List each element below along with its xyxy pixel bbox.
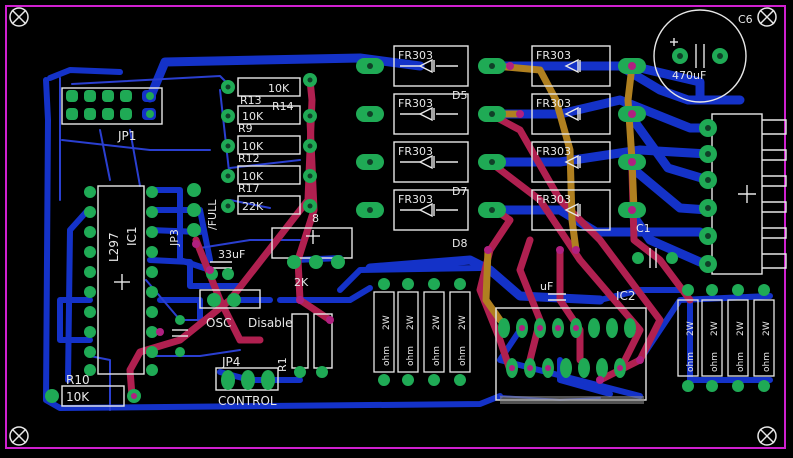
ref-ic1: IC1 — [125, 226, 139, 246]
ref-r1: R1 — [276, 357, 289, 372]
ref-c6: C6 — [738, 13, 753, 26]
label-full: /FULL — [206, 199, 219, 230]
ref-jp1: JP1 — [117, 129, 136, 143]
rr-3-w: 2W — [736, 321, 746, 336]
rm-3-w: 2W — [432, 315, 442, 330]
ref-r10: R10 — [66, 373, 90, 387]
rm-2-w: 2W — [406, 315, 416, 330]
ref-r17: R17 — [238, 182, 260, 195]
value-2k: 2K — [294, 276, 309, 289]
sense-resistors-right: 2W 2W 2W 2W ohm ohm ohm ohm — [677, 284, 775, 392]
resistor-r10: R10 10K — [45, 373, 141, 407]
rm-4-ohm: ohm — [458, 346, 468, 366]
ref-jp3: JP3 — [168, 229, 181, 247]
diode-4: FR303 — [393, 189, 469, 231]
value-33uf: 33uF — [218, 248, 245, 261]
rm-3-ohm: ohm — [432, 346, 442, 366]
diode-5: FR303 — [531, 45, 611, 87]
value-10k-e: 10K — [66, 390, 90, 404]
ref-r8: 8 — [312, 212, 319, 225]
ref-d7: D7 — [452, 185, 467, 198]
rr-4-w: 2W — [762, 321, 772, 336]
value-10k-c: 10K — [242, 140, 264, 153]
rm-2-ohm: ohm — [406, 346, 416, 366]
sense-resistors-mid: 2W 2W 2W 2W ohm ohm ohm ohm — [373, 278, 471, 386]
vias — [156, 240, 644, 384]
connector-jp4: JP4 CONTROL — [215, 355, 279, 408]
resistor-bank-upper: 10K R13 R14 10K R9 10K R12 10K R17 22K 8 — [221, 73, 319, 225]
capacitor-small — [172, 315, 188, 357]
resistor-r1: R1 — [276, 313, 333, 378]
label-control: CONTROL — [218, 394, 277, 408]
rr-3-ohm: ohm — [736, 352, 746, 372]
diode-8: FR303 — [531, 189, 611, 231]
rm-4-w: 2W — [458, 315, 468, 330]
rm-1-w: 2W — [382, 315, 392, 330]
diode-array-right: FR303 FR303 FR303 FR303 — [531, 45, 611, 231]
diode-2: FR303 — [393, 93, 469, 135]
trimmer-2k: 2K — [271, 227, 353, 289]
diode-5-label: FR303 — [536, 49, 571, 62]
diode-1-label: FR303 — [398, 49, 433, 62]
rr-2-w: 2W — [710, 321, 720, 336]
diode-4-label: FR303 — [398, 193, 433, 206]
diode-3: FR303 — [393, 141, 469, 183]
ref-r12: R12 — [238, 152, 260, 165]
rm-1-ohm: ohm — [382, 346, 392, 366]
diode-array-left: FR303 FR303 FR303 FR303 D5 D7 D8 — [393, 45, 469, 250]
capacitor-c1: C1 — [632, 222, 678, 268]
jumper-osc-disable: OSC Disable — [199, 289, 293, 330]
diode-6-label: FR303 — [536, 97, 571, 110]
diode-7: FR303 — [531, 141, 611, 183]
c6-value: 470uF — [672, 69, 706, 82]
ref-d8: D8 — [452, 237, 467, 250]
value-10k-b: 10K — [242, 110, 264, 123]
jumper-jp3: JP3 /FULL — [168, 183, 219, 247]
diode-2-label: FR303 — [398, 97, 433, 110]
rr-1-ohm: ohm — [686, 352, 696, 372]
ic2-driver: IC2 uF — [495, 280, 647, 404]
diode-7-label: FR303 — [536, 145, 571, 158]
label-uf: uF — [540, 280, 553, 293]
output-connector — [699, 113, 787, 275]
rr-2-ohm: ohm — [710, 352, 720, 372]
ref-r14: R14 — [272, 100, 294, 113]
diode-1: FR303 — [393, 45, 469, 87]
value-10k-d: 10K — [242, 170, 264, 183]
ic1-l297: L297 IC1 — [84, 185, 158, 376]
capacitor-c6: C6 470uF — [653, 9, 753, 103]
diode-pads — [356, 58, 646, 218]
ref-d5: D5 — [452, 89, 467, 102]
rr-4-ohm: ohm — [762, 352, 772, 372]
ref-r13: R13 — [240, 94, 262, 107]
board-outline — [5, 5, 786, 449]
ref-c1: C1 — [636, 222, 651, 235]
ref-r9: R9 — [238, 122, 253, 135]
ref-l297: L297 — [107, 232, 121, 262]
diode-6: FR303 — [531, 93, 611, 135]
header-jp1: JP1 — [61, 87, 163, 143]
rr-1-w: 2W — [686, 321, 696, 336]
ref-jp4: JP4 — [221, 355, 240, 369]
value-22k: 22K — [242, 200, 264, 213]
capacitor-33uf: 33uF — [206, 248, 245, 280]
ref-ic2: IC2 — [616, 289, 636, 303]
value-10k-a: 10K — [268, 82, 290, 95]
label-osc: OSC — [206, 316, 231, 330]
mounting-holes — [9, 7, 777, 446]
diode-3-label: FR303 — [398, 145, 433, 158]
label-disable: Disable — [248, 316, 293, 330]
diode-8-label: FR303 — [536, 193, 571, 206]
